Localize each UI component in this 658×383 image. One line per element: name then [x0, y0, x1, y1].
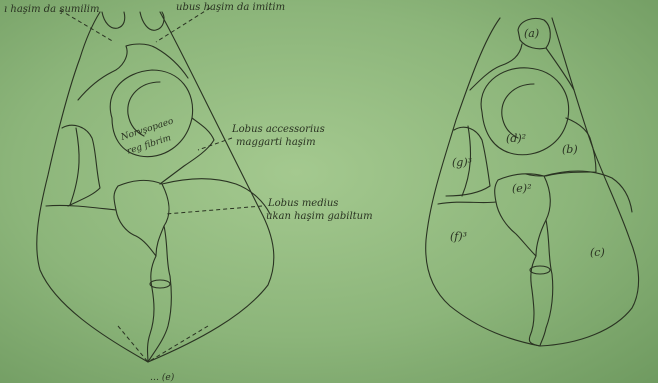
left-outer-outline	[37, 12, 274, 362]
left-medius-lobe	[114, 180, 169, 256]
label-f: (f)³	[450, 230, 467, 243]
right-inner-arc	[502, 84, 534, 138]
right-lobe-diagram: (a) (b) (c) (d)² (e)² (f)³ (g)³	[426, 18, 639, 346]
label-bottom: … (e)	[150, 372, 175, 383]
left-leader-medius	[166, 206, 262, 214]
left-central-stem	[148, 256, 157, 362]
left-left-small-lobe	[62, 125, 100, 206]
left-big-lobe-line	[46, 205, 116, 210]
left-leader-top-right	[156, 8, 210, 42]
label-g: (g)³	[452, 156, 472, 169]
label-top-left: ı haşim da şumilim	[4, 4, 99, 15]
label-e: (e)²	[512, 182, 532, 195]
left-leader-bottom-right	[148, 326, 208, 362]
left-top-notch-left	[102, 12, 125, 28]
label-b: (b)	[562, 143, 578, 156]
label-d: (d)²	[506, 132, 526, 145]
left-left-divider	[70, 128, 79, 205]
left-lobe-diagram: ı haşim da şumilim ubus haşim da imitim …	[4, 2, 373, 383]
left-upper-lobe-line	[78, 44, 188, 100]
right-upper-line	[470, 44, 522, 90]
right-central-stem-right	[540, 220, 553, 346]
label-top-right: ubus haşim da imitim	[176, 2, 285, 13]
label-c: (c)	[590, 246, 605, 259]
left-top-notch-right	[140, 12, 164, 30]
label-accessorius-line1: Lobus accessorius	[231, 124, 325, 135]
label-medius-line2: ukan haşim gabiltum	[266, 211, 373, 222]
right-stem-ellipse	[530, 266, 550, 274]
left-central-stem-right	[148, 226, 171, 362]
right-outer-outline	[426, 18, 639, 346]
left-right-lobe-line	[162, 179, 270, 214]
label-accessorius-line2: maggarti haşim	[236, 137, 316, 148]
right-f-lobe-line	[438, 202, 496, 204]
right-central-stem	[529, 256, 540, 346]
right-c-lobe-line	[544, 171, 632, 212]
label-medius-line1: Lobus medius	[267, 198, 338, 209]
left-leader-bottom-left	[118, 326, 148, 362]
label-a: (a)	[524, 27, 539, 40]
left-stem-ellipse	[150, 280, 170, 288]
